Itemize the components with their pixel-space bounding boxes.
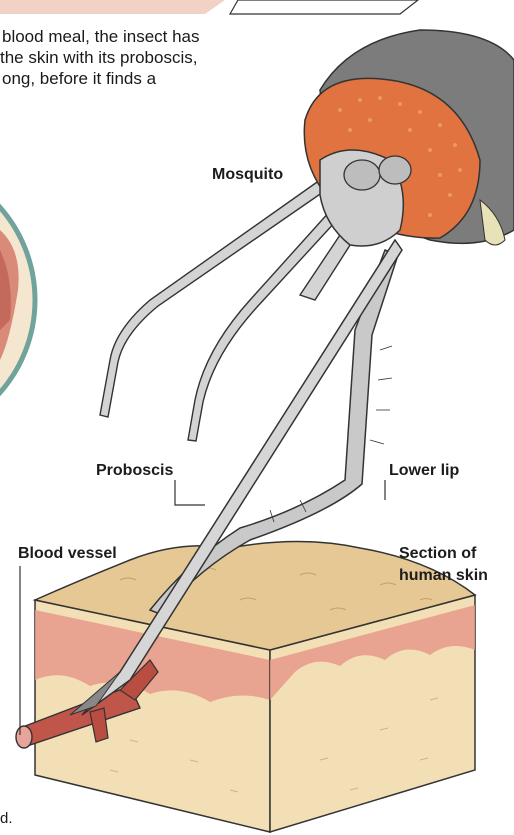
lower-lip-label: Lower lip (389, 461, 459, 481)
antennae (100, 180, 352, 441)
intro-text: blood meal, the insect has the skin with… (0, 26, 290, 89)
footer-fragment: d. (0, 810, 13, 827)
inset-circle (0, 160, 35, 440)
top-banner (0, 0, 418, 14)
intro-line: blood meal, the insect has (0, 26, 290, 47)
mosquito-head (304, 30, 514, 246)
blood-vessel-label: Blood vessel (18, 544, 117, 564)
skin-section-label-line1: Section of (399, 544, 476, 564)
skin-section-label-line2: human skin (399, 566, 488, 586)
intro-line: ong, before it finds a (0, 68, 290, 89)
proboscis-label: Proboscis (96, 461, 173, 481)
intro-line: the skin with its proboscis, (0, 47, 290, 68)
mosquito-label: Mosquito (212, 165, 283, 185)
